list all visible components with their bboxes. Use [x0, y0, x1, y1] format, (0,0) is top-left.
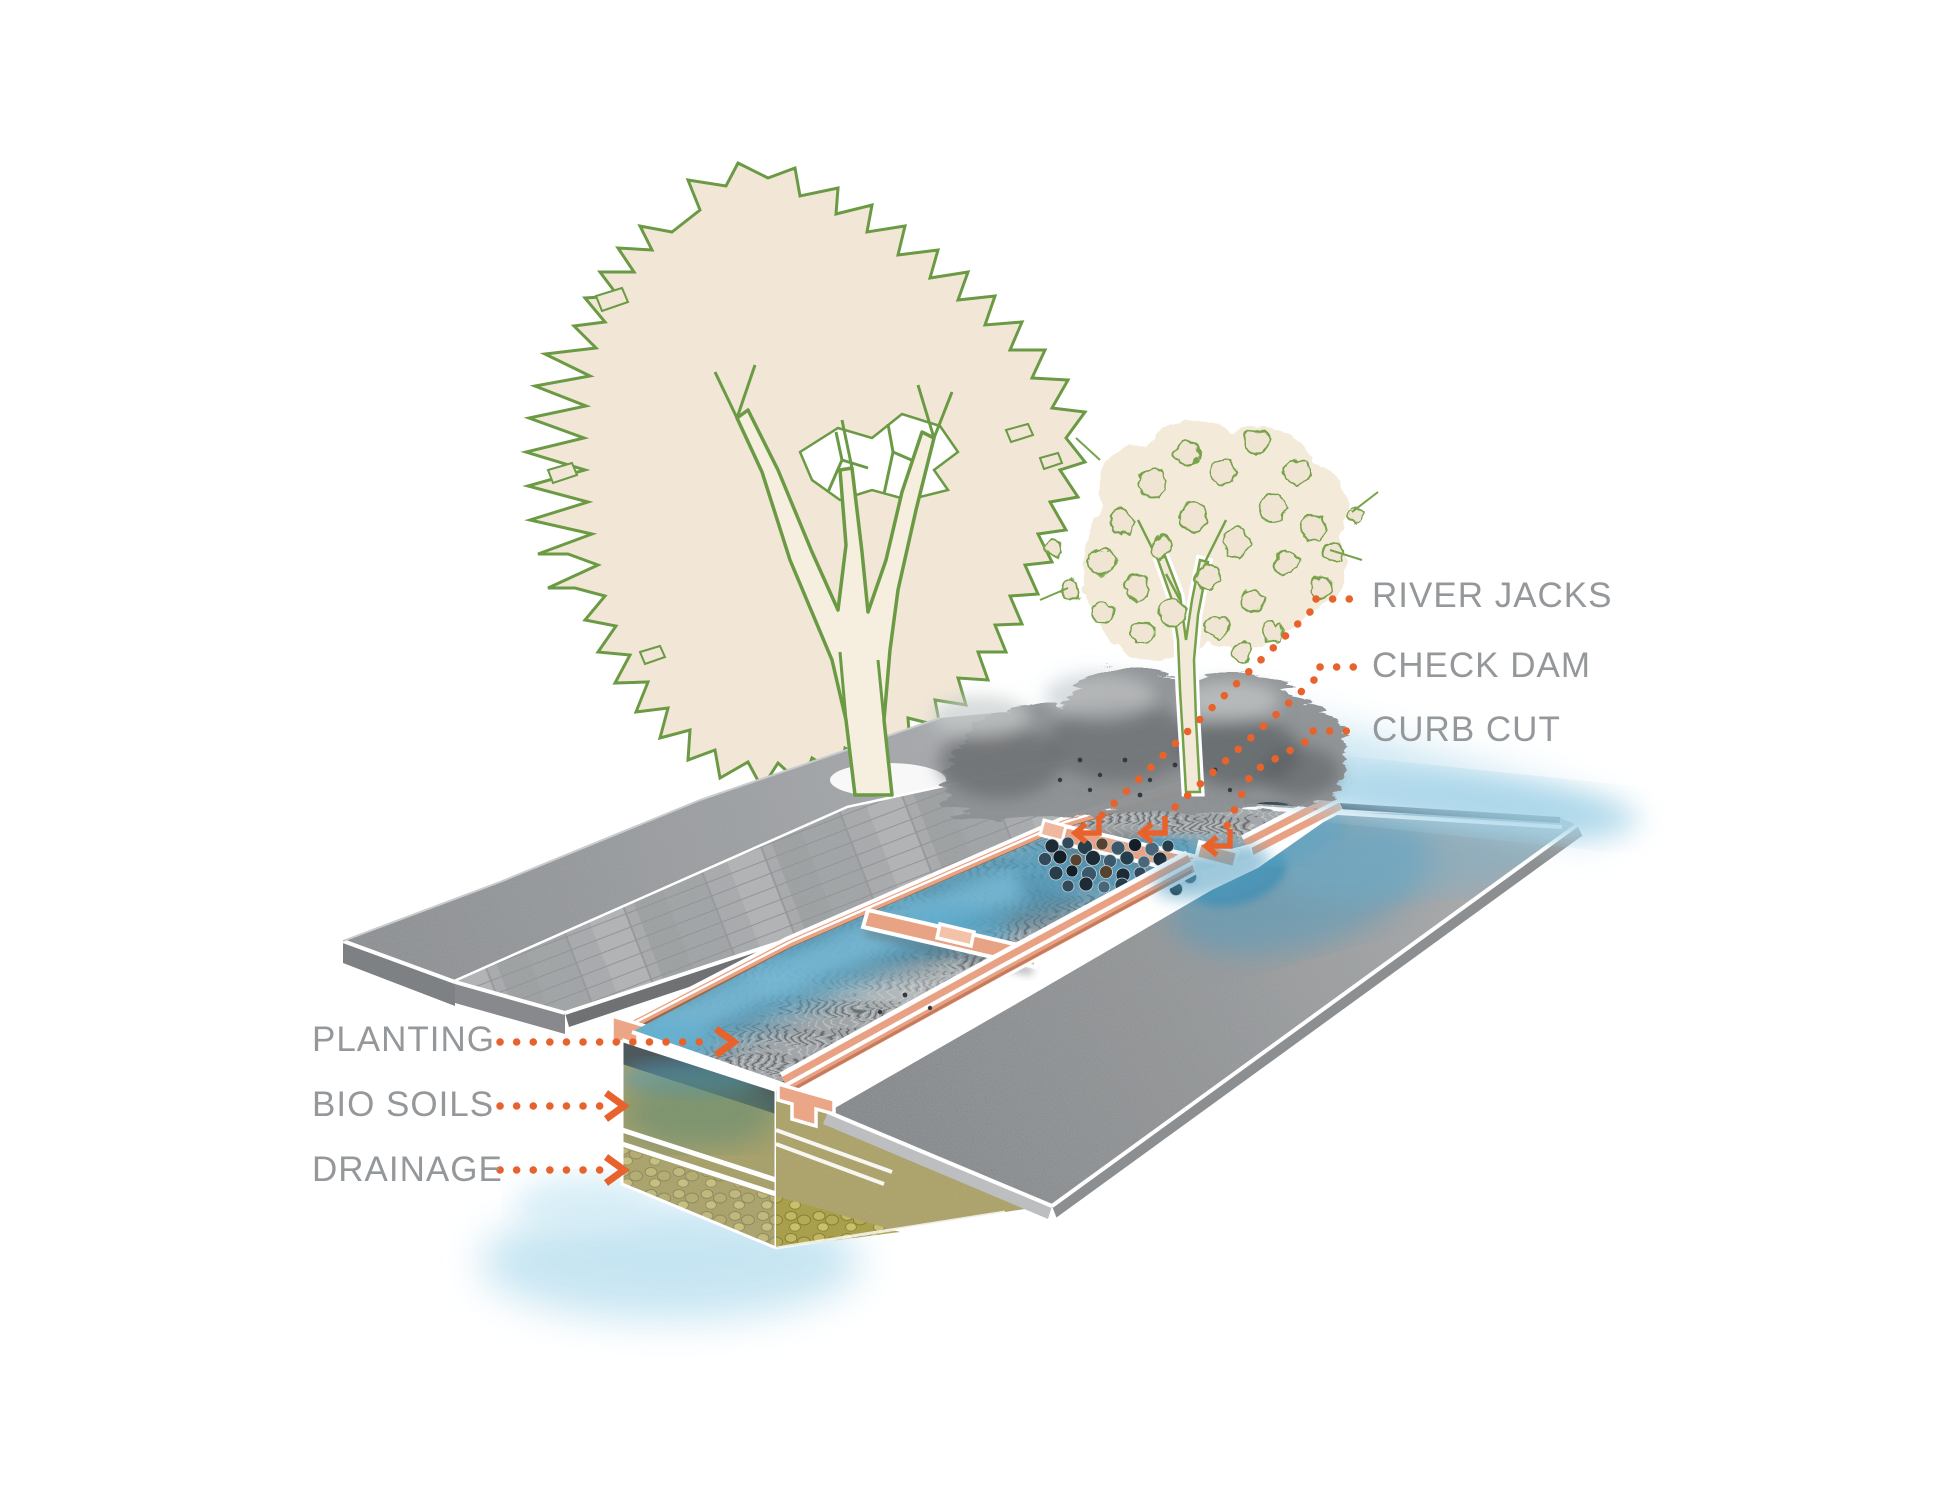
leader-planting [496, 1026, 740, 1058]
canopy-leaf-fragments [546, 286, 1064, 666]
label-bio-soils: BIO SOILS [312, 1085, 495, 1124]
leader-chevron-arrow-icon [603, 1154, 630, 1186]
label-curb-cut: CURB CUT [1372, 710, 1561, 749]
leader-elbow-arrow-icon [1136, 816, 1168, 845]
leader-check-dam [1136, 663, 1366, 845]
annotation-leaders [496, 595, 1366, 1186]
leader-elbow-arrow-icon [1201, 829, 1233, 858]
leader-chevron-arrow-icon [713, 1026, 740, 1058]
leader-drainage [496, 1154, 630, 1186]
leader-bio-soils [496, 1090, 630, 1122]
near-curb-section-profile [776, 1081, 836, 1129]
label-check-dam: CHECK DAM [1372, 646, 1592, 685]
soil-block-left-face [620, 1038, 778, 1250]
large-tree-canopy-outline [520, 160, 1088, 791]
check-dam-weir-notch [934, 921, 977, 949]
label-drainage: DRAINAGE [312, 1150, 503, 1189]
small-tree-trunk [1136, 519, 1228, 797]
large-tree-trunk [713, 364, 954, 797]
infiltration-glow-small [515, 1175, 655, 1235]
curb-cut-inflow-water [1153, 844, 1271, 900]
label-river-jacks: RIVER JACKS [1372, 576, 1613, 615]
small-tree-twigs [1039, 437, 1379, 601]
large-tree-canopy [520, 160, 1088, 791]
small-tree [1039, 418, 1379, 797]
swale-shrub-mass [877, 661, 1340, 1015]
label-planting: PLANTING [312, 1020, 496, 1059]
leader-chevron-arrow-icon [603, 1090, 630, 1122]
small-tree-foliage-clumps [1043, 427, 1361, 661]
drainage-layer-face [622, 1148, 776, 1248]
leader-curb-cut [1201, 727, 1359, 858]
leader-river-jacks [1070, 595, 1362, 845]
leader-elbow-arrow-icon [1070, 816, 1102, 845]
road-surface [823, 797, 1584, 1221]
